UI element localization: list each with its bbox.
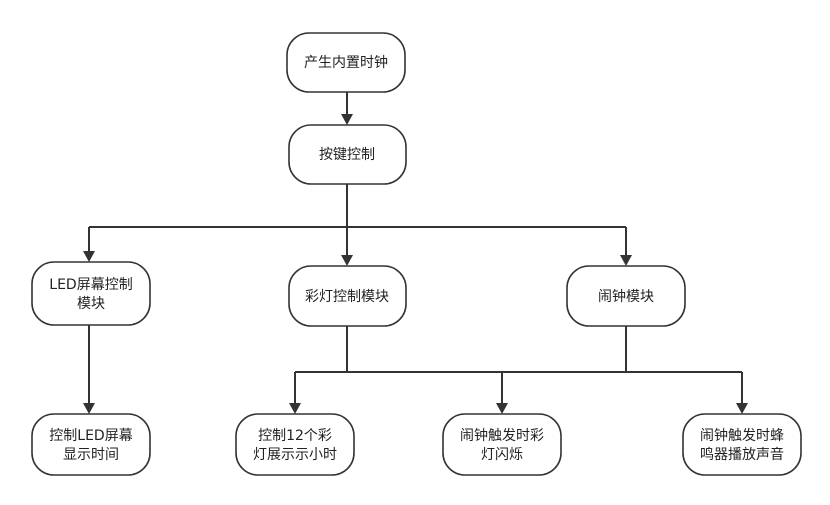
arrowhead-led-show [83,403,95,414]
arrowhead-keys [341,114,353,125]
arrowhead-led-module [83,251,95,262]
node-flash: 闹钟触发时彩 灯闪烁 [442,413,562,476]
node-keys: 按键控制 [288,124,407,185]
node-led-show-line2: 显示时间 [63,447,119,463]
node-clock-label: 产生内置时钟 [304,54,388,71]
node-lights-module-label: 彩灯控制模块 [305,289,389,305]
node-alarm-module-label: 闹钟模块 [598,288,654,305]
arrowhead-lights-module [341,255,353,266]
node-hours-line1: 控制12个彩 [258,428,332,444]
arrowhead-hours [289,403,301,414]
node-led-show-line1: 控制LED屏幕 [49,428,132,444]
connectors [83,92,748,414]
node-led-module: LED屏幕控制 模块 [31,261,151,326]
node-flash-line2: 灯闪烁 [481,447,523,463]
node-hours-line2: 灯展示示小时 [253,447,337,463]
node-clock: 产生内置时钟 [286,32,406,93]
node-led-module-line2: 模块 [77,296,105,312]
node-flash-line1: 闹钟触发时彩 [460,427,544,444]
node-buzzer: 闹钟触发时蜂 鸣器播放声音 [682,413,802,476]
arrowhead-flash [496,403,508,414]
arrowhead-alarm-module [620,255,632,266]
node-buzzer-line2: 鸣器播放声音 [700,446,784,463]
node-alarm-module: 闹钟模块 [566,265,686,327]
node-led-module-line1: LED屏幕控制 [49,277,132,293]
node-buzzer-line1: 闹钟触发时蜂 [700,427,784,444]
arrowhead-buzzer [736,403,748,414]
node-lights-module: 彩灯控制模块 [288,265,407,327]
node-keys-label: 按键控制 [319,147,375,163]
node-led-show: 控制LED屏幕 显示时间 [31,413,151,476]
node-hours: 控制12个彩 灯展示示小时 [235,413,355,476]
